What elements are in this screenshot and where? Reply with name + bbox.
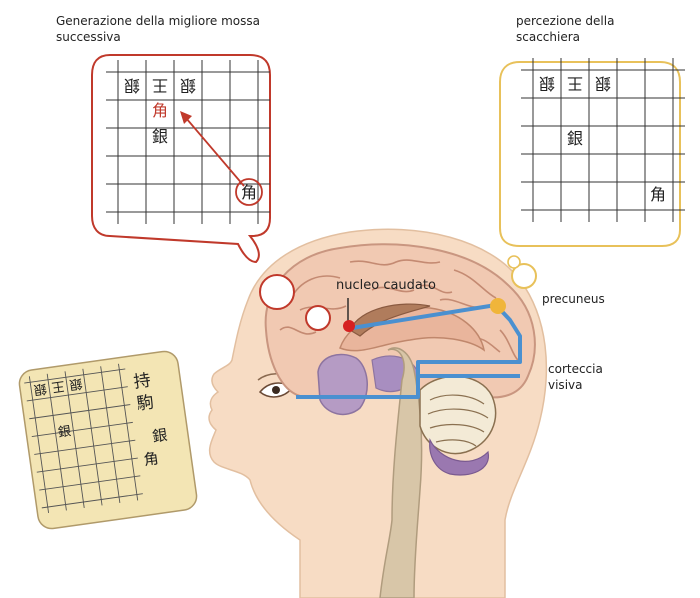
grid-line bbox=[29, 404, 131, 420]
right-title-line2: scacchiera bbox=[516, 30, 581, 44]
card-top-silver-2: 銀 bbox=[68, 375, 83, 392]
left-title-line2: successiva bbox=[56, 30, 121, 44]
left-bishop-moved: 角 bbox=[152, 101, 168, 120]
brain bbox=[264, 243, 536, 598]
right-board-grid bbox=[521, 58, 685, 222]
grid-line bbox=[46, 373, 67, 511]
card-top-king: 王 bbox=[51, 378, 66, 395]
right-thought-bubble bbox=[499, 61, 681, 289]
right-top-silver-2: 銀 bbox=[595, 74, 611, 93]
card-hand-label-2: 駒 bbox=[135, 392, 155, 414]
card-top-silver-1: 銀 bbox=[33, 380, 48, 397]
grid-line bbox=[31, 421, 133, 438]
caudate-marker bbox=[343, 298, 355, 332]
grid-line bbox=[26, 386, 128, 402]
card-silver: 銀 bbox=[57, 424, 72, 441]
right-silver: 銀 bbox=[567, 129, 583, 148]
bishop-move-arrow bbox=[180, 111, 263, 206]
grid-line bbox=[41, 493, 143, 509]
left-top-silver-2: 銀 bbox=[180, 76, 196, 95]
left-thought-bubble bbox=[91, 54, 331, 331]
left-board-grid bbox=[106, 60, 270, 224]
left-top-silver-1: 銀 bbox=[124, 76, 140, 95]
left-silver: 銀 bbox=[152, 127, 168, 146]
right-top-king: 王 bbox=[567, 74, 583, 93]
left-title-line1: Generazione della migliore mossa bbox=[56, 14, 260, 28]
left-bishop-origin: 角 bbox=[241, 183, 257, 202]
grid-line bbox=[82, 368, 103, 506]
precuneus-label: precuneus bbox=[542, 292, 605, 306]
right-bishop: 角 bbox=[650, 185, 666, 204]
left-top-king: 王 bbox=[152, 76, 168, 95]
cerebellum bbox=[419, 375, 497, 476]
grid-line bbox=[64, 371, 85, 509]
grid-line bbox=[39, 475, 141, 491]
caudate-label: nucleo caudato bbox=[336, 278, 436, 293]
card-hand-label-1: 持 bbox=[132, 371, 152, 393]
grid-line bbox=[28, 376, 50, 514]
visual-cortex-label-line2: visiva bbox=[548, 378, 583, 392]
right-title-line1: percezione della bbox=[516, 14, 615, 28]
card-hand-bishop: 角 bbox=[142, 449, 159, 469]
grid-line bbox=[36, 457, 138, 473]
grid-line bbox=[24, 368, 126, 384]
grid-line bbox=[118, 363, 139, 501]
card-hand-silver: 銀 bbox=[151, 426, 168, 446]
grid-line bbox=[100, 366, 121, 504]
right-top-silver-1: 銀 bbox=[539, 74, 555, 93]
grid-line bbox=[34, 439, 136, 455]
shogi-card bbox=[18, 350, 198, 530]
visual-cortex-label-line1: corteccia bbox=[548, 362, 603, 376]
precuneus-dot bbox=[490, 298, 506, 314]
